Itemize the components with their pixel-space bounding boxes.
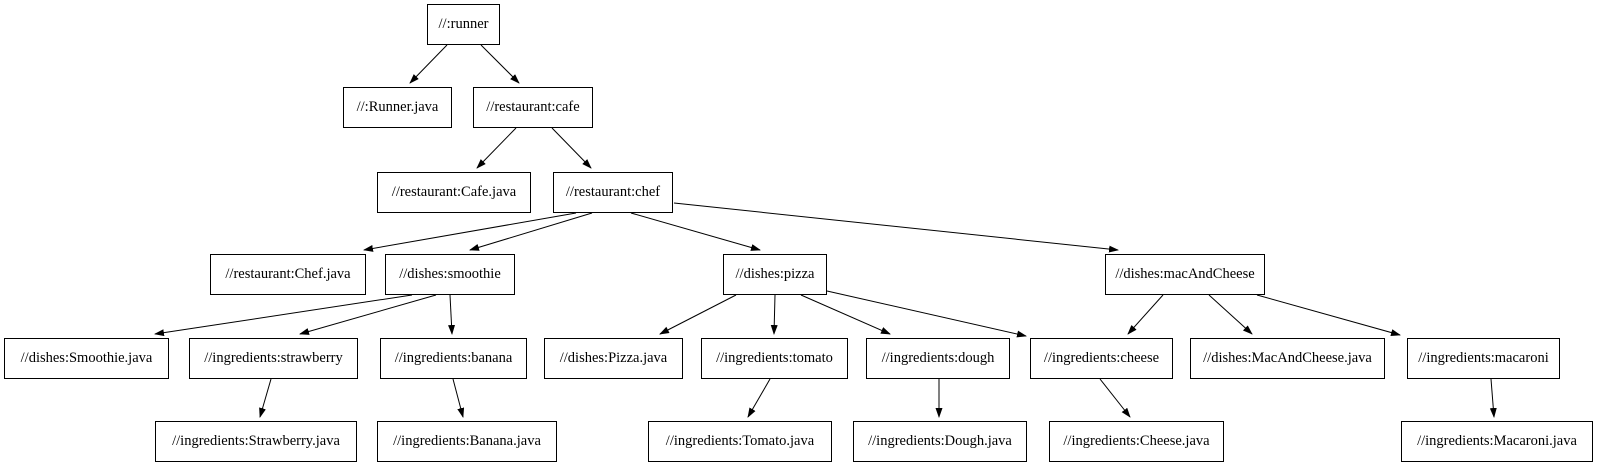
- edge-pizza-pizza-java: [659, 294, 737, 335]
- edge-chef-smoothie: [469, 212, 593, 251]
- edge-cafe-chef: [551, 127, 592, 169]
- node-banana-java: //ingredients:Banana.java: [377, 421, 557, 462]
- edge-mac-and-cheese-macaroni: [1256, 294, 1401, 336]
- edge-mac-and-cheese-cheese: [1127, 294, 1164, 335]
- node-mac-and-cheese: //dishes:macAndCheese: [1105, 254, 1265, 295]
- edge-smoothie-smoothie-java: [154, 294, 413, 337]
- edge-smoothie-strawberry: [299, 294, 437, 335]
- edge-pizza-cheese: [826, 290, 1027, 338]
- node-strawberry: //ingredients:strawberry: [189, 338, 358, 379]
- edge-cheese-cheese-java: [1099, 378, 1131, 418]
- edge-tomato-tomato-java: [747, 378, 771, 418]
- node-pizza: //dishes:pizza: [723, 254, 827, 295]
- edge-runner-cafe: [480, 44, 520, 84]
- edge-cafe-cafe-java: [476, 127, 517, 169]
- edge-chef-mac-and-cheese: [673, 202, 1119, 253]
- node-chef-java: //restaurant:Chef.java: [210, 254, 366, 295]
- node-macaroni-java: //ingredients:Macaroni.java: [1401, 421, 1593, 462]
- edge-mac-and-cheese-mac-and-cheese-java: [1208, 294, 1253, 335]
- edge-macaroni-macaroni-java: [1489, 378, 1497, 418]
- node-pizza-java: //dishes:Pizza.java: [544, 338, 683, 379]
- node-cheese: //ingredients:cheese: [1030, 338, 1173, 379]
- edge-chef-pizza: [630, 212, 761, 251]
- node-tomato-java: //ingredients:Tomato.java: [648, 421, 832, 462]
- node-smoothie-java: //dishes:Smoothie.java: [4, 338, 169, 379]
- node-tomato: //ingredients:tomato: [701, 338, 848, 379]
- edge-runner-runner-java: [409, 44, 448, 84]
- node-runner: //:runner: [427, 4, 500, 45]
- node-mac-and-cheese-java: //dishes:MacAndCheese.java: [1190, 338, 1385, 379]
- node-cheese-java: //ingredients:Cheese.java: [1049, 421, 1224, 462]
- edge-strawberry-strawberry-java: [259, 378, 272, 418]
- edge-pizza-tomato: [770, 294, 778, 335]
- node-runner-java: //:Runner.java: [343, 87, 452, 128]
- edge-pizza-dough: [800, 294, 891, 335]
- node-strawberry-java: //ingredients:Strawberry.java: [155, 421, 357, 462]
- node-smoothie: //dishes:smoothie: [385, 254, 515, 295]
- edge-banana-banana-java: [452, 378, 465, 418]
- node-chef: //restaurant:chef: [553, 172, 673, 213]
- node-macaroni: //ingredients:macaroni: [1407, 338, 1560, 379]
- node-banana: //ingredients:banana: [380, 338, 527, 379]
- node-cafe: //restaurant:cafe: [473, 87, 593, 128]
- edge-chef-chef-java: [363, 212, 577, 252]
- node-cafe-java: //restaurant:Cafe.java: [377, 172, 531, 213]
- edge-smoothie-banana: [448, 294, 456, 335]
- node-dough: //ingredients:dough: [866, 338, 1010, 379]
- node-dough-java: //ingredients:Dough.java: [853, 421, 1027, 462]
